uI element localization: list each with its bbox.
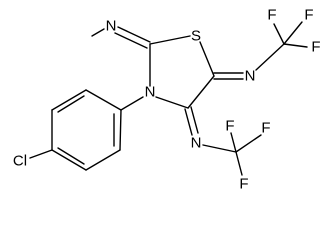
bond-methylimino-double-a [117, 26, 151, 43]
bond-methyl-n [91, 28, 105, 37]
bond-cf3-lower-f1 [230, 132, 237, 153]
bond-cf3-upper-f1 [273, 23, 285, 45]
bond-methylimino-double-b [114, 32, 148, 49]
bond-ph-inner-b [57, 147, 85, 165]
bond-c4-n-lower-double-a [184, 108, 193, 136]
bond-cf3-lower-f3 [235, 151, 243, 176]
bond-cf3-lower-f2 [235, 134, 262, 153]
bond-c4-n-lower-double-b [190, 106, 199, 134]
atom-f-lower-1: F [225, 118, 234, 135]
atom-n-imine-upper: N [245, 68, 256, 85]
bond-ph-cl [29, 149, 53, 159]
bond-n-upper-cf3 [255, 43, 285, 71]
bond-ph-6-1 [85, 89, 122, 111]
bond-c4-n3 [155, 96, 189, 109]
bond-c2-s [149, 35, 191, 45]
bond-n-lower-cf3 [202, 144, 237, 153]
bond-cf3-upper-f2 [283, 21, 303, 45]
bond-ph-3-4 [51, 149, 87, 171]
atom-f-upper-3: F [311, 39, 320, 56]
bond-s-c5 [199, 41, 215, 77]
atom-cl: Cl [13, 153, 27, 170]
atom-f-lower-3: F [239, 176, 248, 193]
bond-c5-c4 [187, 75, 215, 109]
atom-n-methylimino: N [106, 18, 117, 35]
atom-s: S [191, 28, 201, 45]
atom-f-upper-1: F [267, 7, 276, 24]
bond-ph-inner-c [57, 95, 85, 113]
atom-n-ring: N [145, 84, 156, 101]
bond-n3-phenyl [120, 96, 144, 111]
atom-n-imine-lower: N [191, 135, 202, 152]
atom-f-upper-2: F [304, 7, 313, 24]
atom-f-lower-2: F [261, 120, 270, 137]
bond-ph-1-2 [119, 109, 122, 151]
structure-canvas: S N N N N Cl F F F F F F [13, 7, 321, 193]
bond-ph-5-6 [51, 89, 87, 111]
chemical-structure-diagram: S N N N N Cl F F F F F F [13, 7, 321, 193]
bond-ph-2-3 [85, 149, 121, 171]
bond-cf3-upper-f3 [283, 43, 308, 48]
